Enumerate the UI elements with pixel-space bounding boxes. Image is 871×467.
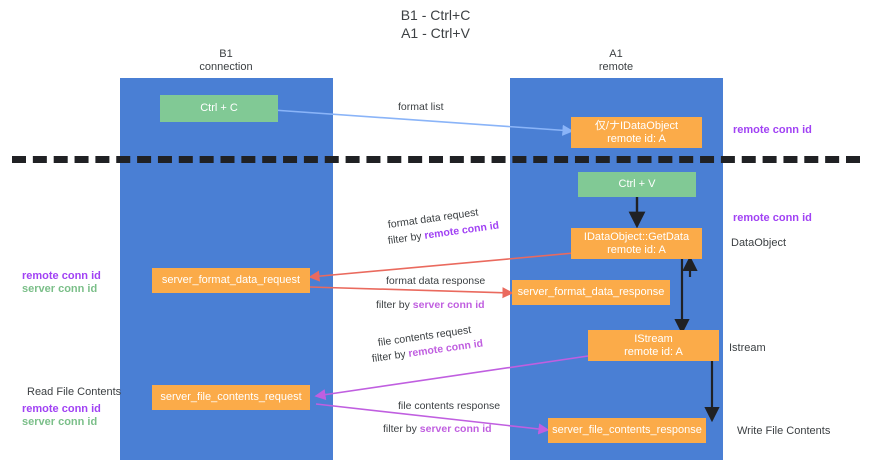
node-ctrl-v-label: Ctrl + V (618, 178, 656, 190)
node-istream-title: IStream (634, 332, 673, 345)
phase-divider (12, 156, 860, 163)
lane-header-b1: B1 connection (116, 48, 336, 74)
edge-label-format-data-response-filter: filter by server conn id (376, 298, 485, 312)
node-ctrl-v[interactable]: Ctrl + V (578, 172, 696, 197)
edge-label-format-data-response-filter-prefix: filter by (376, 299, 413, 311)
edge-label-file-contents-request-filter-prefix: filter by (371, 347, 410, 365)
label-remote-conn-id-top: remote conn id (733, 124, 812, 136)
node-istream[interactable]: IStream remote id: A (588, 330, 719, 361)
node-idataobject[interactable]: 仅/ナIDataObject remote id: A (571, 117, 702, 148)
node-server-file-contents-request-label: server_file_contents_request (160, 391, 302, 403)
edge-label-format-data-request-filter-prefix: filter by (387, 229, 426, 247)
label-remote-conn-id-getdata: remote conn id (733, 212, 812, 224)
edge-label-format-data-response-filter-key: server conn id (412, 299, 485, 311)
node-server-file-contents-response-label: server_file_contents_response (552, 424, 702, 436)
node-getdata-sub: remote id: A (607, 243, 666, 256)
label-istream: Istream (729, 342, 766, 354)
lane-header-a1: A1 remote (506, 48, 726, 74)
label-left-remote-conn-id-2: remote conn id (22, 403, 101, 415)
label-left-server-conn-id-2: server conn id (22, 416, 98, 428)
node-idataobject-sub: remote id: A (607, 132, 666, 145)
lane-header-a1-sub: remote (598, 61, 634, 73)
label-read-file-contents: Read File Contents (27, 386, 122, 398)
label-left-server-conn-id-1: server conn id (22, 283, 98, 295)
node-server-file-contents-request[interactable]: server_file_contents_request (152, 385, 310, 410)
page-title-line-1: B1 - Ctrl+C (400, 7, 471, 23)
edge-label-file-contents-response-filter: filter by server conn id (383, 422, 492, 436)
edge-label-format-list: format list (398, 101, 444, 113)
edge-label-file-contents-response-filter-prefix: filter by (383, 423, 420, 435)
node-server-format-data-request[interactable]: server_format_data_request (152, 268, 310, 293)
page-title-line-2: A1 - Ctrl+V (401, 25, 470, 41)
node-server-format-data-request-label: server_format_data_request (161, 274, 301, 286)
node-server-file-contents-response[interactable]: server_file_contents_response (548, 418, 706, 443)
node-getdata-title: IDataObject::GetData (583, 230, 690, 243)
lane-header-b1-sub: connection (199, 61, 253, 73)
lane-header-b1-name: B1 (219, 48, 233, 60)
node-istream-sub: remote id: A (624, 345, 683, 358)
edge-label-file-contents-response: file contents response (398, 400, 501, 412)
node-ctrl-c-label: Ctrl + C (200, 102, 238, 114)
label-dataobject: DataObject (731, 237, 787, 249)
node-server-format-data-response-label: server_format_data_response (517, 286, 665, 298)
node-idataobject-getdata[interactable]: IDataObject::GetData remote id: A (571, 228, 702, 259)
page-title: B1 - Ctrl+C A1 - Ctrl+V (0, 6, 871, 42)
edge-label-format-data-response: format data response (386, 275, 486, 287)
lane-header-a1-name: A1 (609, 48, 623, 60)
node-idataobject-title: 仅/ナIDataObject (594, 119, 679, 132)
node-server-format-data-response[interactable]: server_format_data_response (512, 280, 670, 305)
edge-label-file-contents-response-filter-key: server conn id (419, 423, 492, 435)
label-write-file-contents: Write File Contents (737, 425, 831, 437)
node-ctrl-c[interactable]: Ctrl + C (160, 95, 278, 122)
label-left-remote-conn-id-1: remote conn id (22, 270, 101, 282)
